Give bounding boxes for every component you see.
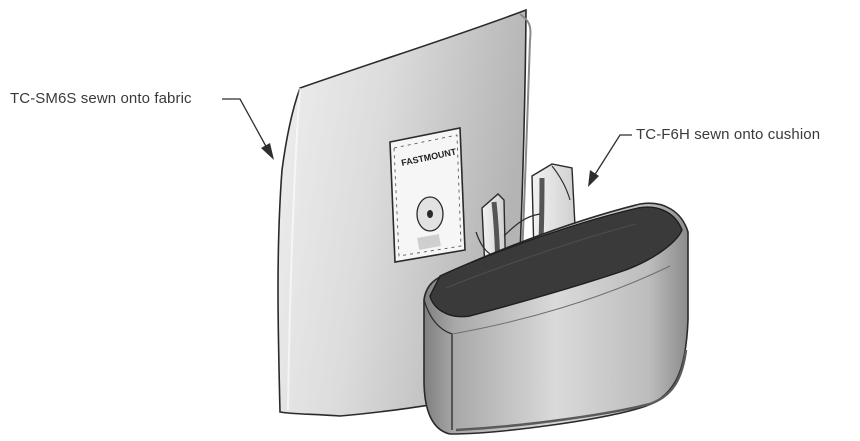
cushion-leader: [588, 135, 632, 187]
arrow-down-left-icon: [588, 170, 599, 187]
arrow-down-right-icon: [261, 143, 274, 160]
cushion-label: TC-F6H sewn onto cushion: [636, 126, 820, 143]
fabric-leader: [222, 99, 274, 160]
fabric-label: TC-SM6S sewn onto fabric: [10, 90, 192, 107]
fastmount-plate: FASTMOUNT: [390, 128, 465, 262]
